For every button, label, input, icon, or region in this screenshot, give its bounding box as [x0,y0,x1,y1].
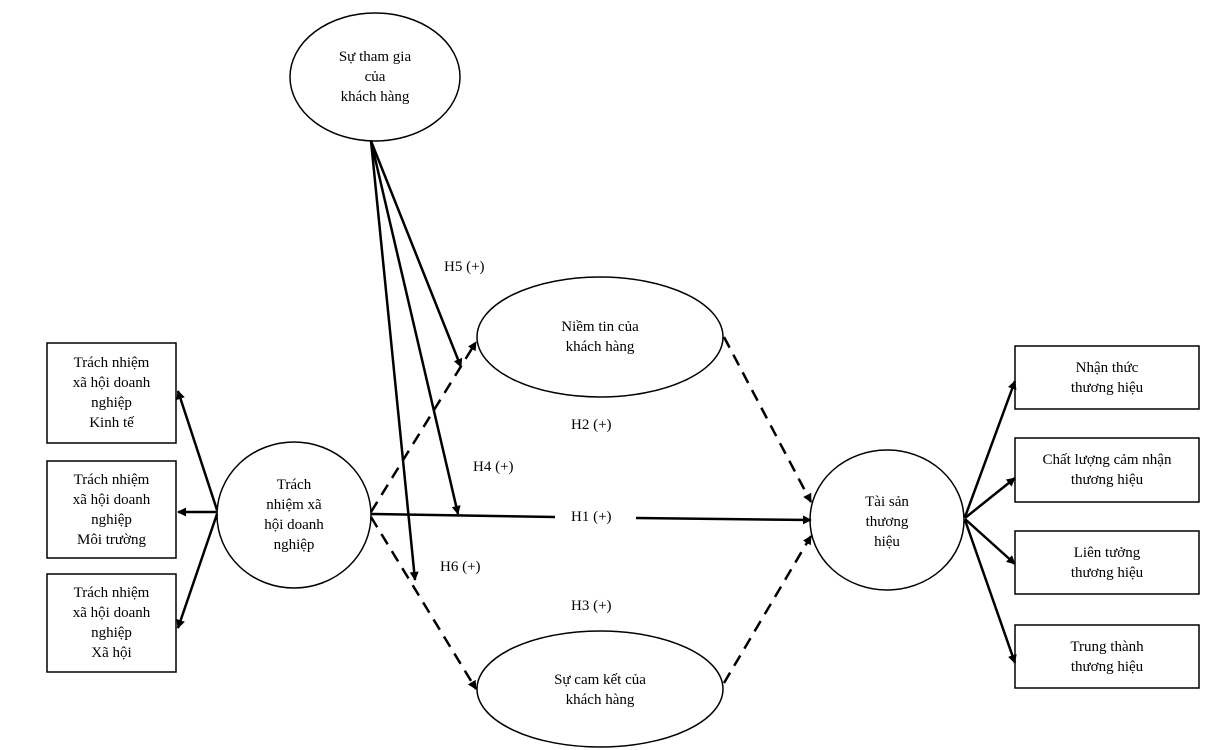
association-box [1014,530,1200,595]
association-label: Liên tưởng thương hiệu [1070,544,1144,581]
arrow-association [964,518,1016,565]
awareness-box [1014,345,1200,410]
h3a-dashed-arrow [369,516,478,690]
csr-label: Trách nhiệm xã hội doanh nghiệp [264,477,324,553]
h1-line-segment-left [370,512,556,519]
loyalty-label: Trung thành thương hiệu [1070,638,1144,675]
h6-label: H6 (+) [440,559,481,575]
perceived-quality-box [1014,437,1200,503]
brand-equity-label: Tài sản thương hiệu [865,494,909,550]
h5-label: H5 (+) [444,259,485,275]
trust-ellipse [476,276,724,398]
h2-label: H2 (+) [571,417,612,433]
trust-label: Niềm tin của khách hàng [561,319,639,355]
loyalty-box [1014,624,1200,689]
participation-ellipse [289,12,461,142]
csr-economic-label: Trách nhiệm xã hội doanh nghiệp Kinh tế [72,355,151,431]
csr-social-label: Trách nhiệm xã hội doanh nghiệp Xã hội [72,585,151,661]
csr-social-box [46,573,177,673]
h5-arrow [369,140,463,368]
h4-label: H4 (+) [473,459,514,475]
h2a-dashed-arrow [369,341,478,513]
arrow-awareness [963,380,1017,518]
h1-label: H1 (+) [571,509,612,525]
h2b-dashed-arrow [722,336,813,503]
h6-arrow [369,140,419,581]
arrow-csr-economic [176,390,219,511]
awareness-label: Nhận thức thương hiệu [1070,359,1144,396]
arrow-csr-social [176,513,219,629]
csr-environment-label: Trách nhiệm xã hội doanh nghiệp Môi trườ… [72,471,151,548]
commitment-label: Sự cam kết của khách hàng [554,672,646,708]
arrow-perceived-quality [964,477,1016,519]
arrow-loyalty [963,519,1017,664]
h4-arrow [369,140,461,515]
h1-arrow [635,515,812,525]
participation-label: Sự tham gia của khách hàng [338,49,412,105]
h3-label: H3 (+) [571,598,612,614]
h3b-dashed-arrow [722,535,813,684]
perceived-quality-label: Chất lượng cảm nhận thương hiệu [1042,452,1172,488]
commitment-ellipse [476,630,724,748]
csr-environment-box [46,460,177,559]
csr-economic-box [46,342,177,444]
